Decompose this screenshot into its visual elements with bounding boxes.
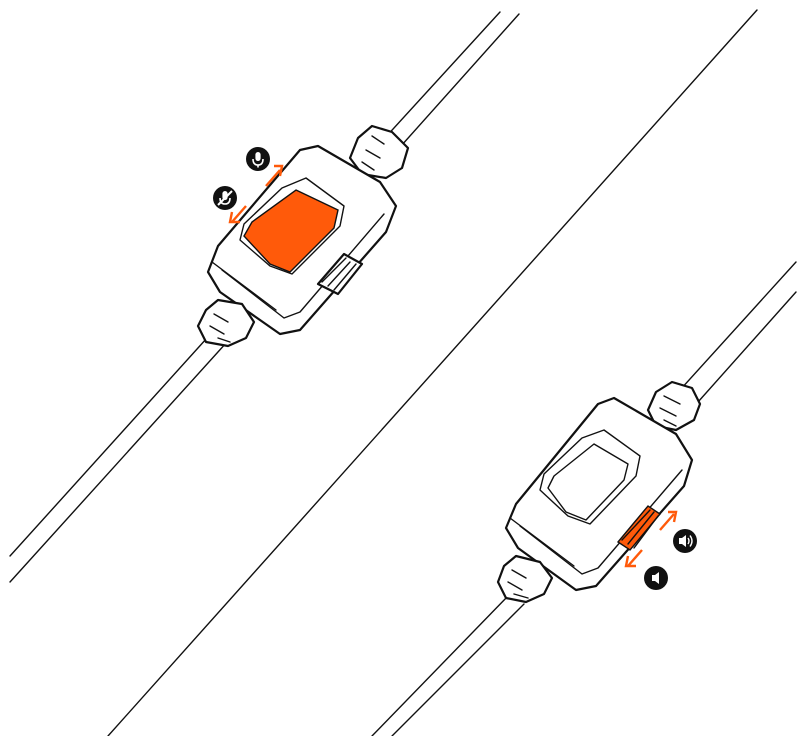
volume-switch-window (539, 429, 641, 525)
mic-cable-bottom (9, 337, 228, 583)
mic-top-collar (348, 124, 410, 180)
volume-top-collar (646, 380, 702, 432)
mic-up-arrow (265, 164, 284, 187)
mic-cable-top (382, 11, 520, 147)
mic-switch-window (239, 177, 345, 275)
volume-bottom-collar (496, 554, 554, 604)
mic-side-wheel (316, 252, 364, 296)
volume-cable-bottom (371, 595, 525, 736)
mic-bottom-collar (196, 298, 256, 348)
volume-switch-slider (547, 443, 629, 521)
microphone-icon (246, 147, 270, 171)
separator-line (107, 9, 758, 736)
volume-up-arrow (659, 510, 678, 531)
mic-down-arrow (228, 205, 247, 224)
volume-control-unit (371, 261, 797, 736)
volume-up-icon (673, 529, 697, 553)
mic-switch-slider (243, 189, 339, 273)
volume-down-arrow (624, 549, 643, 568)
volume-housing (504, 396, 694, 592)
volume-down-icon (644, 566, 668, 590)
mic-control-unit (9, 11, 520, 583)
volume-cable-top (679, 261, 797, 403)
volume-side-wheel (616, 505, 662, 551)
microphone-muted-icon (213, 186, 237, 210)
